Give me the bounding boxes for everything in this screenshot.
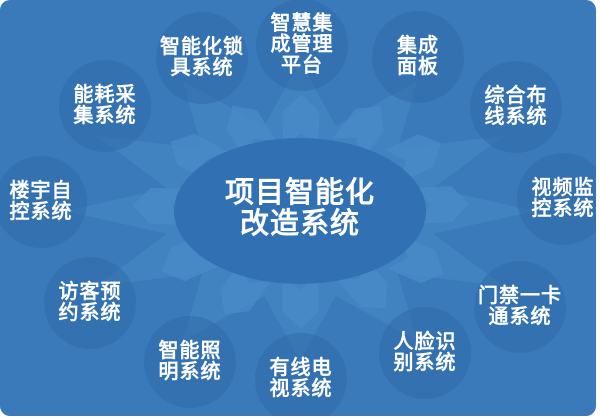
satellite-label-6: 人脸识别系统: [394, 332, 457, 374]
satellite-label-line: 智慧集: [270, 12, 334, 35]
satellite-circle: [144, 316, 236, 408]
satellite-label-line: 综合布: [484, 85, 548, 107]
center-title: 项目智能化 改造系统: [225, 178, 375, 240]
satellite-circle: [59, 60, 151, 152]
satellite-label-3: 综合布线系统: [485, 86, 548, 128]
satellite-label-line: 集系统: [73, 105, 137, 127]
spoke-arrow-shape: [332, 106, 385, 161]
center-ellipse: [174, 138, 426, 284]
satellite-label-line: 控系统: [9, 201, 73, 223]
spoke-arrow-shape: [282, 94, 320, 149]
satellite-circle: [372, 11, 464, 103]
satellite-circle: [470, 61, 562, 153]
satellite-label-line: 成管理: [270, 33, 334, 56]
satellite-circle: [44, 257, 136, 349]
spoke-arrow-shape: [336, 255, 388, 308]
satellite-label-line: 智能照: [158, 340, 222, 362]
spoke-arrow-shape: [384, 134, 441, 183]
satellite-label-9: 访客预约系统: [59, 282, 122, 324]
satellite-label-line: 有线电: [269, 357, 333, 379]
satellite-label-8: 智能照明系统: [159, 341, 222, 383]
satellite-label-line: 楼宇自: [9, 180, 73, 202]
spoke-arrow-shape: [414, 186, 469, 224]
spoke-arrow-shape: [161, 233, 219, 282]
satellite-label-5: 门禁一卡通系统: [478, 286, 562, 328]
spoke-arrow-shape: [226, 105, 277, 161]
satellite-label-7: 有线电视系统: [270, 358, 333, 400]
satellite-circle: [474, 261, 566, 353]
spoke-arrow-shape: [220, 260, 272, 315]
satellite-label-line: 能耗采: [73, 84, 137, 106]
satellite-label-12: 智能化锁具系统: [160, 37, 244, 79]
satellite-label-line: 明系统: [158, 361, 222, 383]
satellite-label-11: 能耗采集系统: [74, 85, 137, 127]
satellite-label-2: 集成面板: [397, 36, 439, 78]
satellite-label-line: 门禁一卡: [478, 285, 562, 307]
spoke-arrow-shape: [282, 274, 319, 329]
satellite-circle: [0, 156, 87, 248]
satellite-label-line: 线系统: [484, 106, 548, 128]
satellite-label-line: 通系统: [488, 306, 552, 328]
satellite-circle: [379, 307, 471, 399]
center-title-line2: 改造系统: [239, 208, 361, 240]
satellite-label-line: 控系统: [531, 198, 595, 220]
satellite-label-line: 具系统: [170, 57, 234, 79]
satellite-label-line: 视频监: [531, 177, 595, 199]
spoke-arrow-shape: [170, 133, 228, 183]
satellite-label-1: 智慧集成管理平台: [270, 12, 334, 77]
satellite-label-line: 智能化锁: [160, 36, 244, 58]
satellite-circle: [517, 153, 596, 245]
satellite-label-line: 访客预: [58, 281, 122, 303]
center-title-line1: 项目智能化: [224, 177, 376, 209]
spoke-arrow-shape: [386, 235, 444, 284]
satellite-label-line: 人脸识: [393, 331, 457, 353]
satellite-circle: [156, 12, 248, 104]
satellite-label-line: 视系统: [269, 378, 333, 400]
satellite-label-line: 集成: [397, 35, 439, 57]
satellite-label-line: 别系统: [393, 352, 457, 374]
satellite-circle: [255, 333, 347, 416]
satellite-label-line: 约系统: [58, 302, 122, 324]
satellite-label-line: 平台: [281, 54, 323, 77]
satellite-label-line: 面板: [397, 56, 439, 78]
spoke-arrow-shape: [133, 187, 188, 226]
satellite-label-4: 视频监控系统: [532, 178, 595, 220]
satellite-label-10: 楼宇自控系统: [10, 181, 73, 223]
satellite-circle: [256, 0, 348, 91]
